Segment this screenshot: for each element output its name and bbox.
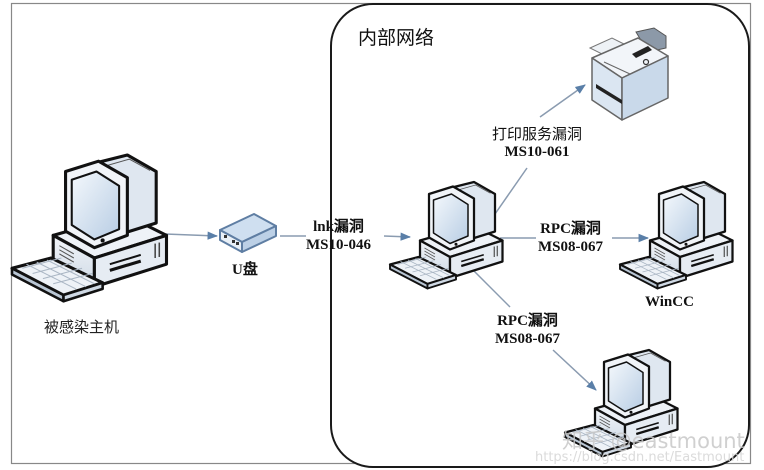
watermark-primary: 知乎 @eastmount [562,429,745,453]
wincc-label: WinCC [645,294,694,310]
edge-rpc2-label-to-host [552,349,597,391]
usb-drive-label: U盘 [232,262,258,278]
edge-label-print: 打印服务漏洞 MS10-061 [492,125,582,161]
edge-infected-to-usb [164,231,219,240]
usb-drive-icon[interactable] [219,213,277,253]
edge-label-rpc-host: RPC漏洞 MS08-067 [495,312,560,348]
edge-label-rpc-wincc-line1: RPC漏洞 [540,221,601,237]
internal-network-title: 内部网络 [358,27,435,49]
infected-host-computer-icon[interactable] [10,153,169,303]
edge-label-rpc-host-line1: RPC漏洞 [497,313,558,329]
edge-print-label-to-printer [539,84,586,118]
edge-label-rpc-wincc: RPC漏洞 MS08-067 [538,220,603,256]
edge-label-print-line2: MS10-061 [504,144,570,160]
edge-label-lnk-line2: MS10-046 [306,237,371,253]
edge-label-rpc-host-line2: MS08-067 [495,331,560,347]
edge-label-rpc-wincc-line2: MS08-067 [538,239,603,255]
edge-label-print-line1: 打印服务漏洞 [492,125,583,143]
edge-label-lnk: lnk漏洞 MS10-046 [306,218,371,254]
printer-icon[interactable] [588,27,669,121]
edge-host-to-print-label [494,167,528,215]
infected-host-label: 被感染主机 [44,318,120,336]
edge-lnk-to-host [383,232,412,241]
watermark-secondary: https://blog.csdn.net/Eastmount [535,450,745,465]
edge-label-lnk-line1: lnk漏洞 [313,219,364,235]
